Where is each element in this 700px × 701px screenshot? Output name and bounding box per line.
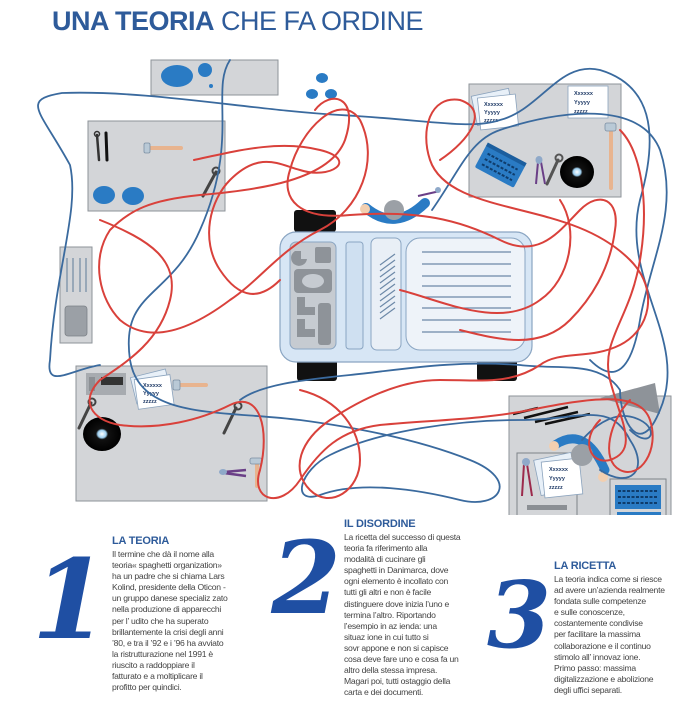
page-title: UNA TEORIA CHE FA ORDINE	[52, 6, 424, 37]
chair	[477, 360, 517, 381]
title-light: CHE FA ORDINE	[221, 6, 424, 36]
doc-line-2: Yyyyy	[484, 110, 501, 116]
section-number: 2	[271, 519, 341, 637]
spaghetti-lines	[37, 59, 669, 503]
pliers-icon	[521, 458, 533, 497]
doc-line-3: zzzzz	[574, 109, 588, 115]
desk-bottom-left: Xxxxxx Yyyyy zzzzz	[75, 365, 268, 502]
doc-line-1: Xxxxxx	[143, 383, 163, 389]
title-bold: UNA TEORIA	[52, 6, 215, 36]
pliers-icon	[417, 187, 441, 197]
hammer-icon	[172, 379, 208, 391]
section-3: 3 LA RICETTA La teoria indica come si ri…	[486, 560, 700, 700]
section-body: La ricetta del successo di questa teoria…	[344, 532, 461, 698]
documents-icon: Xxxxxx Yyyyy zzzzz	[567, 85, 609, 119]
laptop-icon	[609, 478, 667, 515]
section-heading: LA RICETTA	[554, 560, 617, 572]
pliers-icon	[219, 468, 247, 478]
spanner-icon	[77, 397, 97, 430]
section-1: 1 LA TEORIA Il termine che dà il nome al…	[30, 535, 288, 695]
desk-bottom-right: Xxxxxx Yyyyy zzzzz	[508, 383, 672, 515]
chair	[297, 360, 337, 381]
doc-line-1: Xxxxxx	[484, 102, 504, 108]
doc-line-2: Yyyyy	[549, 476, 566, 482]
doc-line-2: Yyyyy	[574, 100, 591, 106]
section-number: 1	[31, 535, 109, 664]
doc-line-1: Xxxxxx	[549, 467, 569, 473]
device-icon	[86, 373, 126, 395]
section-body: Il termine che dà il nome alla teoria« s…	[112, 549, 228, 693]
disc-icon	[83, 417, 121, 451]
doc-line-3: zzzzz	[549, 485, 563, 491]
wrench-icon	[93, 130, 109, 162]
section-body: La teoria indica come si riesce ad avere…	[554, 574, 665, 695]
desk-top-right: Xxxxxx Yyyyy zzzzz Xxxxxx Yyyyy zzzzz	[468, 83, 622, 198]
blue-dots	[306, 73, 337, 99]
spanner-icon	[545, 153, 564, 186]
red-line	[399, 199, 572, 314]
doc-line-3: zzzzz	[484, 118, 498, 124]
person-icon	[360, 187, 441, 224]
top-shelf	[150, 59, 279, 96]
documents-icon: Xxxxxx Yyyyy zzzzz	[470, 87, 520, 131]
blue-line	[37, 67, 669, 435]
keyboard-icon	[475, 142, 527, 188]
section-number: 3	[486, 561, 551, 669]
hammer-icon	[604, 122, 617, 190]
section-2: 2 IL DISORDINE La ricetta del successo d…	[270, 518, 484, 698]
desk-top-left	[87, 120, 226, 212]
doc-line-1: Xxxxxx	[574, 91, 594, 97]
lamp-icon	[600, 383, 660, 414]
section-heading: LA TEORIA	[112, 535, 170, 547]
side-cabinet	[59, 246, 93, 344]
red-line	[88, 144, 654, 500]
documents-icon: Xxxxxx Yyyyy zzzzz	[533, 451, 584, 499]
central-table	[279, 187, 533, 381]
blue-line	[127, 59, 639, 503]
red-line	[298, 98, 649, 500]
red-line	[98, 97, 617, 341]
office-illustration: Xxxxxx Yyyyy zzzzz	[37, 59, 672, 515]
spanner-icon	[201, 166, 221, 198]
person-icon	[549, 434, 610, 482]
red-line	[588, 129, 645, 462]
section-heading: IL DISORDINE	[344, 518, 416, 530]
hammer-icon	[143, 142, 183, 154]
doc-line-3: zzzzz	[143, 399, 157, 405]
blue-line	[431, 112, 668, 441]
disc-icon	[560, 156, 594, 188]
pliers-icon	[535, 156, 546, 185]
